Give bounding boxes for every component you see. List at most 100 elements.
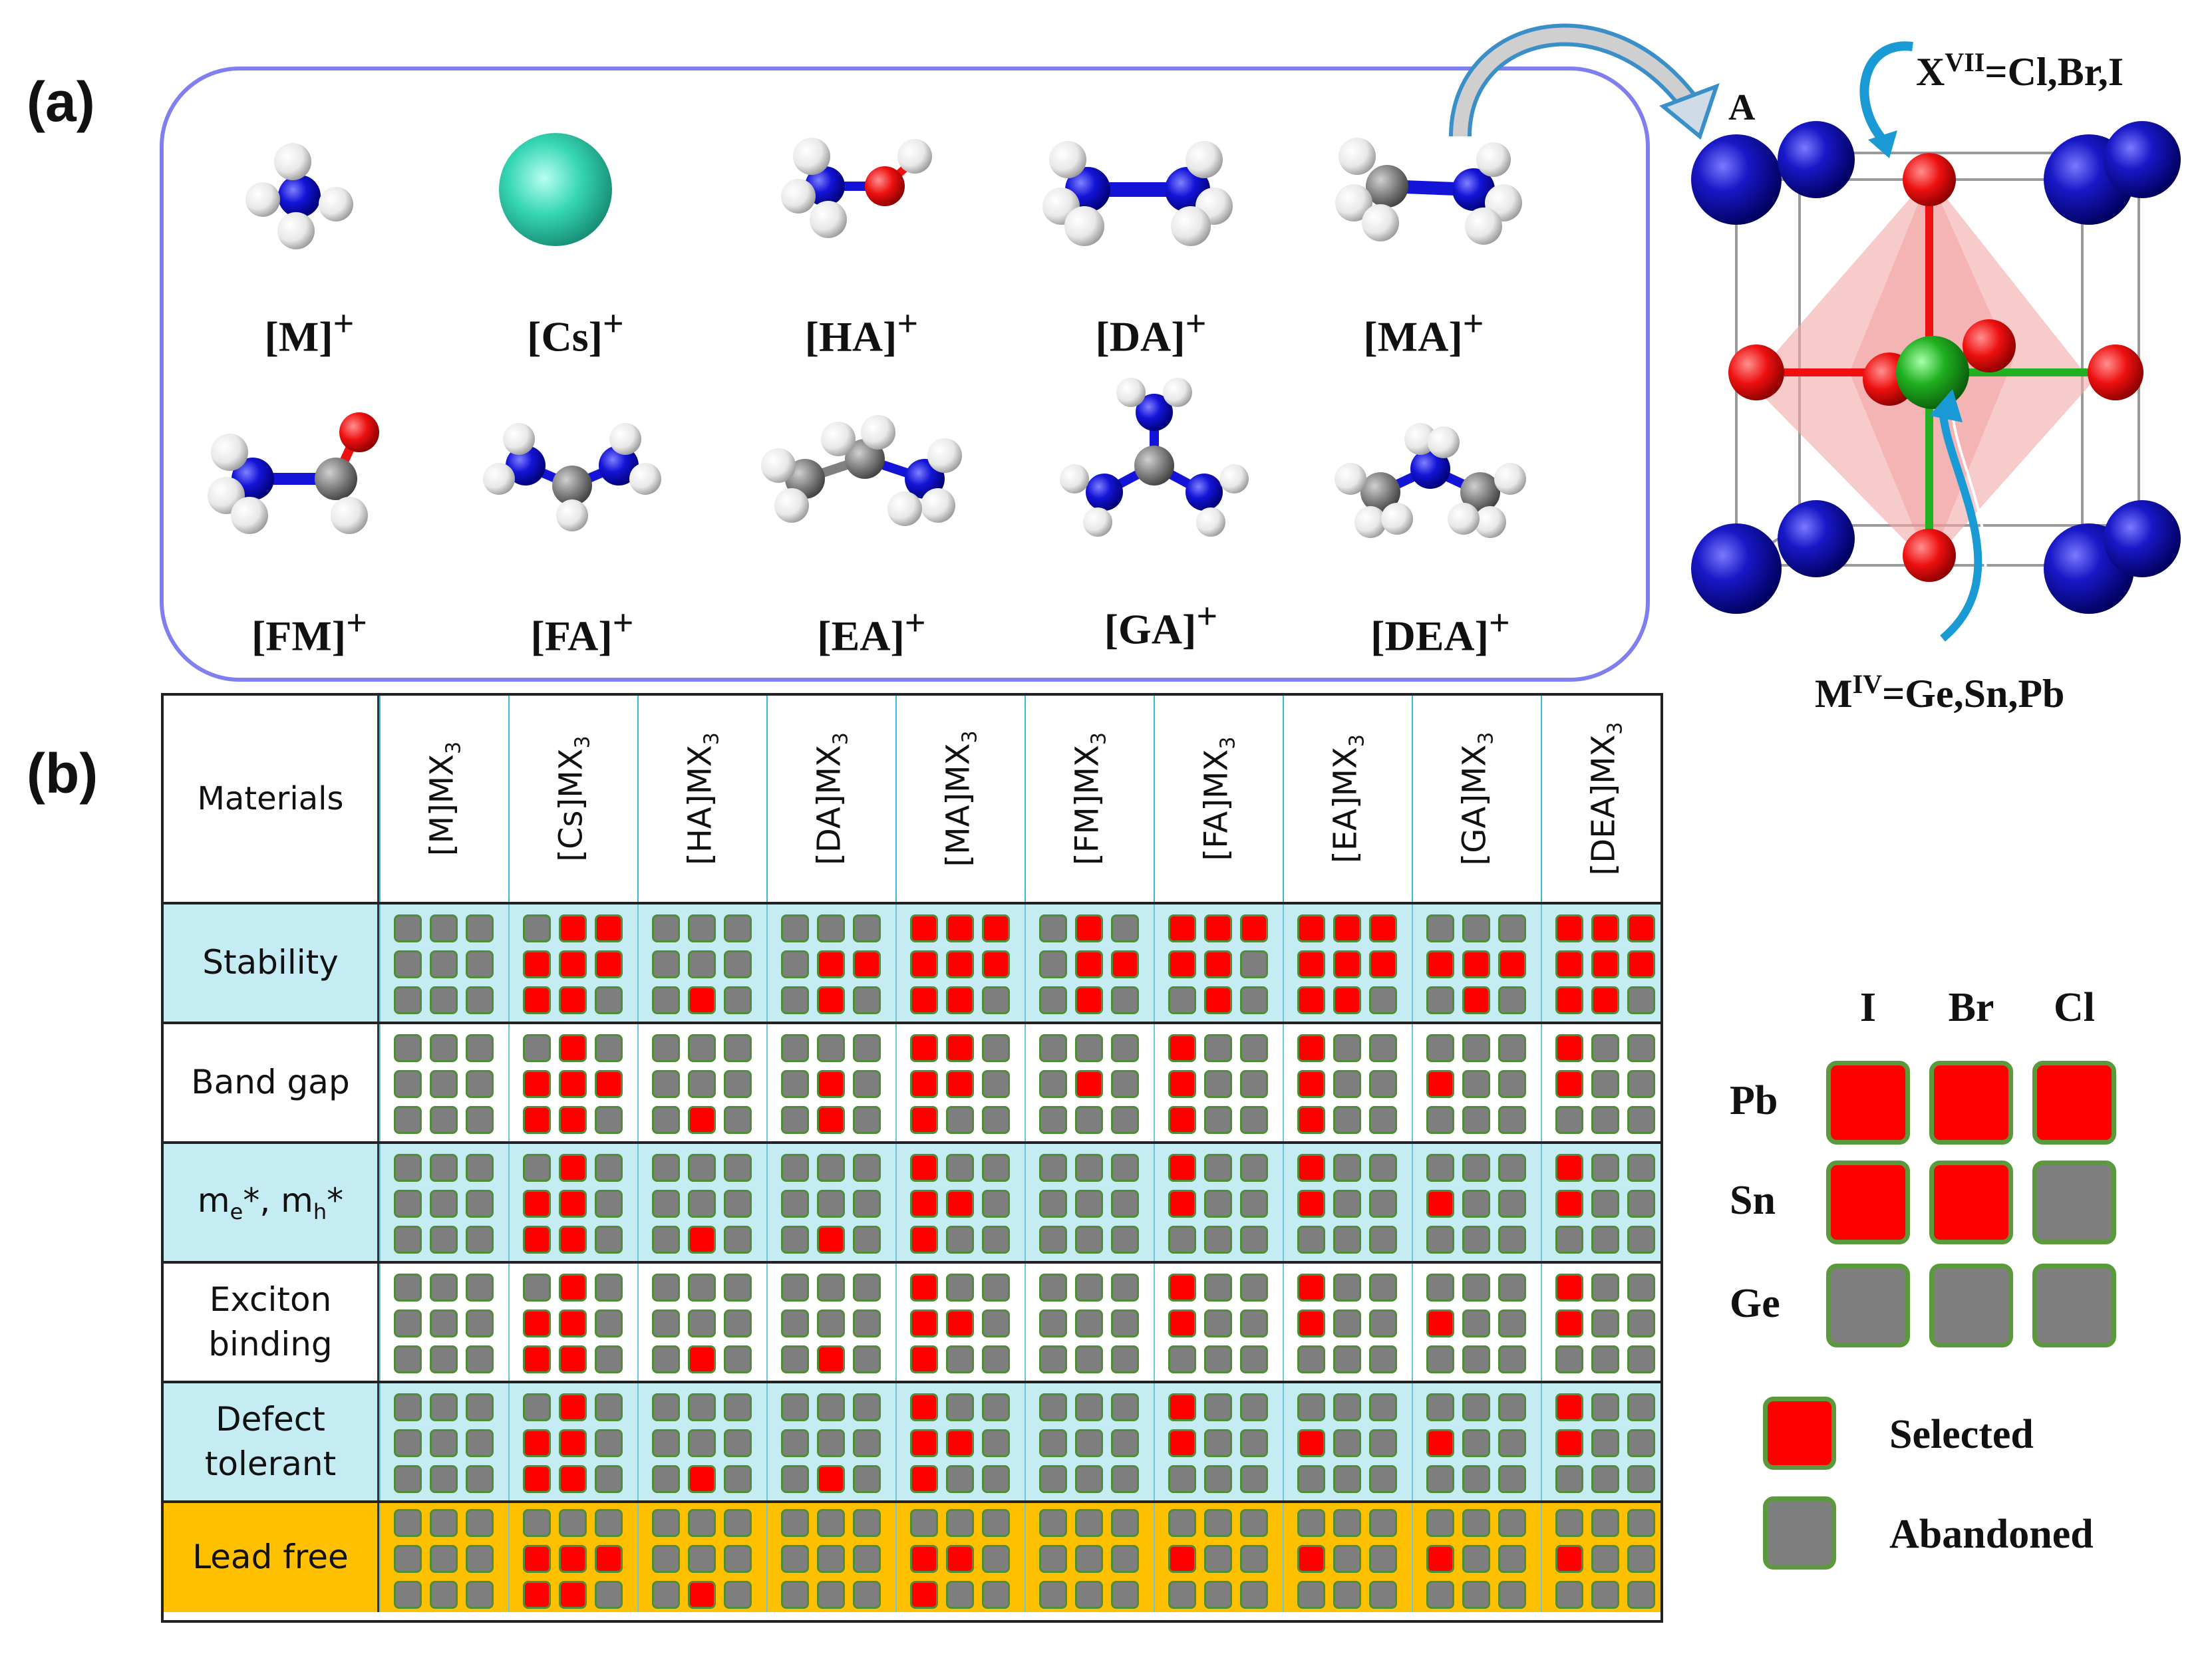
selected-cell <box>1555 1393 1583 1421</box>
abandoned-cell <box>1240 1034 1268 1062</box>
ammonium-icon <box>245 143 353 249</box>
abandoned-cell <box>1333 1345 1361 1373</box>
selected-cell <box>1297 914 1325 942</box>
column-divider <box>1283 1264 1284 1381</box>
abandoned-cell <box>1111 1034 1139 1062</box>
criterion-row: me*, mh* <box>164 1141 1660 1261</box>
abandoned-cell <box>688 1429 716 1457</box>
abandoned-cell <box>1498 1545 1526 1573</box>
selected-cell <box>523 1345 551 1373</box>
abandoned-cell <box>1297 1509 1325 1537</box>
abandoned-cell <box>652 1393 680 1421</box>
abandoned-cell <box>817 1509 845 1537</box>
abandoned-cell <box>523 1034 551 1062</box>
column-divider <box>379 1503 381 1612</box>
column-divider <box>379 904 381 1022</box>
selected-cell <box>1297 1070 1325 1098</box>
abandoned-cell <box>1039 1429 1067 1457</box>
abandoned-cell <box>394 1226 422 1254</box>
selected-cell <box>817 1345 845 1373</box>
abandoned-cell <box>781 1429 809 1457</box>
selected-cell <box>523 1106 551 1134</box>
column-divider <box>379 1264 381 1381</box>
abandoned-cell <box>1168 1581 1196 1609</box>
selected-cell <box>1555 1154 1583 1182</box>
abandoned-cell <box>781 1345 809 1373</box>
panel-a-label: (a) <box>27 70 95 133</box>
column-header: [FM]MX3 <box>1025 696 1154 902</box>
abandoned-cell <box>430 986 458 1014</box>
abandoned-cell <box>853 1581 881 1609</box>
abandoned-cell <box>1168 986 1196 1014</box>
abandoned-cell <box>1462 1070 1490 1098</box>
abandoned-cell <box>1462 1226 1490 1254</box>
selected-cell <box>910 1310 938 1337</box>
selected-cell <box>559 1429 587 1457</box>
abandoned-cell <box>1075 1545 1103 1573</box>
column-header: [GA]MX3 <box>1412 696 1541 902</box>
abandoned-cell <box>595 1429 623 1457</box>
abandoned-cell <box>688 1509 716 1537</box>
selected-cell <box>1075 914 1103 942</box>
abandoned-cell <box>1204 1106 1232 1134</box>
abandoned-cell <box>781 1106 809 1134</box>
abandoned-cell <box>982 1393 1010 1421</box>
abandoned-cell <box>1627 1226 1655 1254</box>
abandoned-cell <box>1111 1581 1139 1609</box>
abandoned-cell <box>781 1034 809 1062</box>
column-divider <box>895 1024 897 1141</box>
abandoned-cell <box>1462 1345 1490 1373</box>
abandoned-cell <box>1498 1509 1526 1537</box>
abandoned-cell <box>1333 1581 1361 1609</box>
selected-cell <box>1627 914 1655 942</box>
legend-metal-label: Ge <box>1730 1281 1780 1326</box>
selected-cell <box>946 1070 974 1098</box>
abandoned-cell <box>982 1310 1010 1337</box>
abandoned-cell <box>394 1581 422 1609</box>
selected-cell <box>1555 986 1583 1014</box>
abandoned-cell <box>724 1429 752 1457</box>
abandoned-cell <box>982 1106 1010 1134</box>
column-divider <box>766 1264 768 1381</box>
selected-cell <box>910 914 938 942</box>
abandoned-cell <box>1297 1345 1325 1373</box>
molecule-charge: + <box>333 303 355 345</box>
abandoned-cell <box>781 1154 809 1182</box>
selected-cell <box>523 1070 551 1098</box>
abandoned-cell <box>430 1465 458 1493</box>
selected-cell <box>1591 986 1619 1014</box>
selected-cell <box>817 950 845 978</box>
molecule-charge: + <box>1462 303 1484 345</box>
selected-cell <box>1555 1070 1583 1098</box>
abandoned-cell <box>1111 986 1139 1014</box>
column-divider <box>508 1264 510 1381</box>
selected-cell <box>1333 914 1361 942</box>
abandoned-cell <box>1426 1274 1454 1302</box>
selected-cell <box>1297 1274 1325 1302</box>
abandoned-cell <box>781 1509 809 1537</box>
criterion-row: Band gap <box>164 1022 1660 1141</box>
column-header-text: [GA]MX3 <box>1456 732 1498 866</box>
selected-cell <box>1168 914 1196 942</box>
legend-abandoned-cell <box>1826 1264 1910 1347</box>
abandoned-cell <box>1498 1274 1526 1302</box>
selected-cell <box>1591 914 1619 942</box>
molecule-charge: + <box>612 603 634 644</box>
abandoned-cell <box>652 1310 680 1337</box>
column-divider <box>1154 1024 1155 1141</box>
abandoned-cell <box>1204 1393 1232 1421</box>
abandoned-cell <box>1240 950 1268 978</box>
selected-cell <box>1426 1545 1454 1573</box>
abandoned-cell <box>595 1106 623 1134</box>
abandoned-cell <box>652 1154 680 1182</box>
abandoned-cell <box>523 1154 551 1182</box>
abandoned-cell <box>652 1190 680 1218</box>
abandoned-cell <box>781 1545 809 1573</box>
abandoned-cell <box>1498 986 1526 1014</box>
abandoned-cell <box>982 986 1010 1014</box>
abandoned-cell <box>1462 1393 1490 1421</box>
column-divider <box>637 1264 639 1381</box>
column-divider <box>508 1503 510 1612</box>
abandoned-cell <box>1039 1070 1067 1098</box>
